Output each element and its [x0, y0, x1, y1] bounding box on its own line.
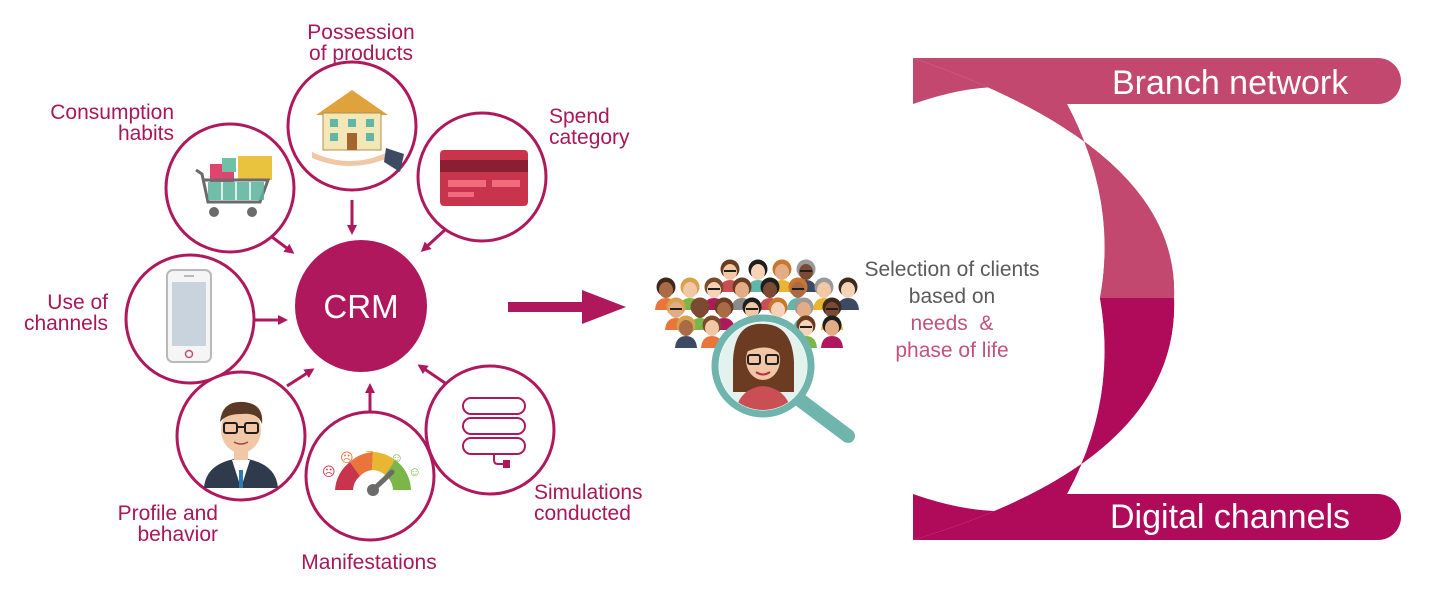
label-consumption: Consumption habits	[50, 101, 174, 145]
crowd-person	[821, 315, 843, 348]
label-possession: Possession of products	[307, 21, 415, 65]
selection-line-3: needs &	[910, 312, 994, 335]
svg-text:–: –	[366, 443, 374, 458]
label-profile: Profile and behavior	[117, 502, 218, 546]
crowd-person	[837, 277, 859, 310]
connector-arrows	[255, 200, 449, 412]
shopping-cart-icon	[195, 156, 272, 217]
selection-line-1: Selection of clients	[864, 258, 1040, 281]
svg-text:☺: ☺	[408, 464, 421, 479]
crowd-person	[771, 259, 793, 292]
satisfaction-gauge-icon: ☹ ☹ – ☺ ☺	[322, 443, 421, 496]
magnifier-icon	[711, 314, 855, 443]
label-spend: Spend category	[549, 105, 630, 149]
credit-card-icon	[440, 150, 528, 206]
crm-label: CRM	[323, 288, 399, 325]
channel-bands	[913, 58, 1401, 540]
crowd-person	[675, 315, 697, 348]
selection-line-2: based on	[908, 285, 996, 308]
selection-line-4: phase of life	[895, 339, 1009, 362]
selection-text: Selection of clients based on needs & ph…	[830, 256, 1074, 364]
crowd-person	[703, 277, 725, 310]
crm-hub	[295, 240, 427, 372]
database-icon	[462, 397, 526, 468]
label-use-of-channels: Use of channels	[23, 291, 108, 335]
house-in-hand-icon	[312, 90, 404, 172]
branch-network-label: Branch network	[1112, 64, 1349, 102]
client-crowd	[655, 259, 859, 348]
main-flow-arrow	[508, 290, 626, 324]
businessman-icon	[204, 401, 278, 488]
crowd-person	[759, 277, 781, 310]
svg-text:☹: ☹	[340, 450, 354, 465]
label-simulations: Simulations conducted	[534, 481, 643, 525]
svg-text:☹: ☹	[322, 464, 336, 479]
svg-text:☺: ☺	[390, 450, 403, 465]
label-manifestations: Manifestations	[301, 551, 437, 574]
smartphone-icon	[166, 269, 212, 363]
digital-channels-label: Digital channels	[1110, 498, 1351, 536]
